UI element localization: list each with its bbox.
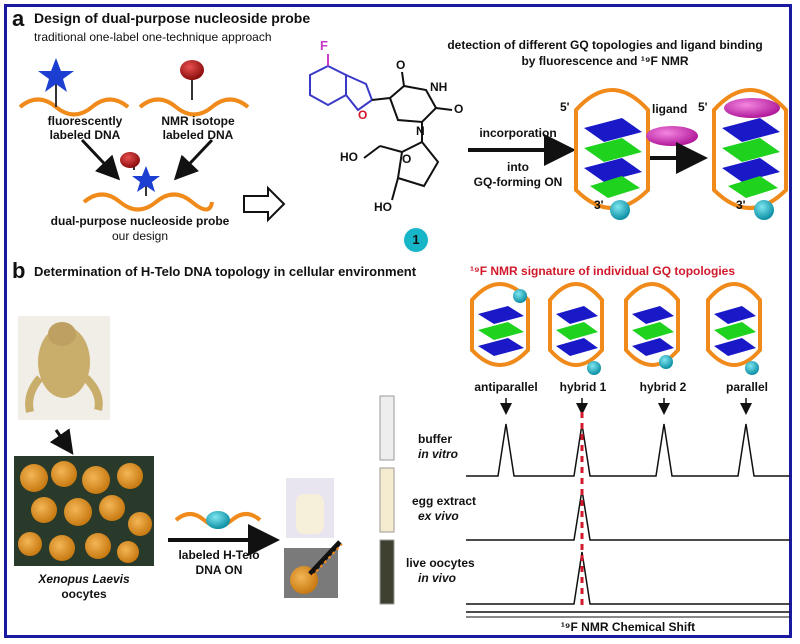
fluorescent-dna-strand xyxy=(18,58,130,117)
atom-o-sugar: O xyxy=(402,152,412,166)
chemical-shift-label: ¹⁹F NMR Chemical Shift xyxy=(560,620,696,634)
three-prime-left: 3' xyxy=(594,198,604,212)
atom-o-ring: O xyxy=(358,108,368,122)
labeled-htelo-dna xyxy=(174,511,262,529)
labeled-htelo-line2: DNA ON xyxy=(195,563,243,577)
arrow-left-to-design xyxy=(80,138,121,181)
atom-n: N xyxy=(416,124,425,138)
atom-ho-2: HO xyxy=(374,200,392,214)
condition-live-oocytes: live oocytes xyxy=(406,556,475,570)
nmr-label-line1: NMR isotope xyxy=(161,114,235,128)
incorporation-label: incorporation xyxy=(479,126,557,140)
atom-ho-1: HO xyxy=(340,150,358,164)
into-label: into xyxy=(507,160,529,174)
spectrum-live-oocytes xyxy=(466,551,790,605)
condition-live-oocytes-mode: in vivo xyxy=(418,571,457,585)
condition-egg-extract-mode: ex vivo xyxy=(418,509,459,523)
figure-frame xyxy=(4,4,792,638)
detection-title-line2: by fluorescence and ¹⁹F NMR xyxy=(521,54,689,68)
nmr-label-line2: labeled DNA xyxy=(162,128,234,142)
five-prime-right: 5' xyxy=(698,100,708,114)
gq-structure-left xyxy=(574,88,650,220)
arrow-right-to-design xyxy=(173,138,214,181)
fluor-label-line2: labeled DNA xyxy=(49,128,121,142)
dual-label-dna-strand xyxy=(82,152,214,212)
five-prime-left: 5' xyxy=(560,100,570,114)
xenopus-label-line2: oocytes xyxy=(61,587,107,601)
design-label-line2: our design xyxy=(111,229,169,243)
atom-o-top: O xyxy=(396,58,406,72)
detection-title-line1: detection of different GQ topologies and… xyxy=(447,38,763,52)
frog-to-oocytes-arrow xyxy=(49,428,74,455)
probe-number-badge: 1 xyxy=(404,228,428,252)
topology-hybrid2: hybrid 2 xyxy=(639,380,687,394)
topology-parallel: parallel xyxy=(725,380,769,394)
atom-f: F xyxy=(320,38,328,53)
labeled-htelo-line1: labeled H-Telo xyxy=(178,548,260,562)
ligand-label: ligand xyxy=(652,102,688,116)
hollow-arrow xyxy=(243,185,286,223)
panel-b-letter: b xyxy=(12,258,26,283)
topology-pointer-arrows xyxy=(500,398,752,415)
fluorophore-star-icon xyxy=(38,58,74,92)
isotope-label-icon xyxy=(120,152,140,168)
panel-b-title: Determination of H-Telo DNA topology in … xyxy=(34,264,417,279)
spectrum-buffer xyxy=(466,423,790,477)
atom-o-right: O xyxy=(454,102,464,116)
atom-nh: NH xyxy=(430,80,448,94)
frog-photo xyxy=(18,316,110,420)
topology-cartoons xyxy=(470,282,762,375)
nucleoside-structure xyxy=(309,54,453,201)
condition-egg-extract: egg extract xyxy=(412,494,477,508)
traditional-approach-label: traditional one-label one-technique appr… xyxy=(34,30,272,44)
topology-antiparallel: antiparallel xyxy=(474,380,538,394)
gq-structure-right xyxy=(712,88,788,220)
tube-photo xyxy=(286,478,334,538)
fluor-label-line1: fluorescently xyxy=(47,114,123,128)
gq-on-label: GQ-forming ON xyxy=(473,175,563,189)
condition-buffer-mode: in vitro xyxy=(418,447,459,461)
oocytes-photo xyxy=(14,456,154,566)
topology-hybrid1: hybrid 1 xyxy=(559,380,607,394)
panel-a-title: Design of dual-purpose nucleoside probe xyxy=(34,10,311,26)
ligand-icon xyxy=(646,126,698,146)
nmr-dna-strand xyxy=(138,60,250,117)
design-label-line1: dual-purpose nucleoside probe xyxy=(50,214,230,228)
signature-title: ¹⁹F NMR signature of individual GQ topol… xyxy=(470,264,736,278)
spectrum-egg-extract xyxy=(466,489,790,541)
nmr-tubes xyxy=(379,395,395,605)
isotope-label-icon xyxy=(180,60,204,80)
xenopus-label-line1: Xenopus Laevis xyxy=(38,572,130,586)
condition-buffer: buffer xyxy=(418,432,452,446)
fluorophore-star-icon xyxy=(132,166,160,192)
three-prime-right: 3' xyxy=(736,198,746,212)
oocyte-injection-photo xyxy=(284,540,343,598)
panel-a-letter: a xyxy=(12,6,25,31)
